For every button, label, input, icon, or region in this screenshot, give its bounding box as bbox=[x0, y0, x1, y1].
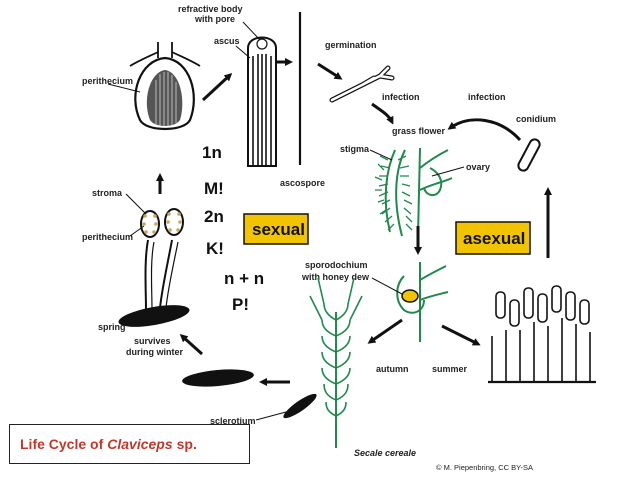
sexual-label: sexual bbox=[252, 220, 305, 239]
sporodochium-leader bbox=[371, 277, 403, 295]
ploidy-karyogamy: K! bbox=[206, 239, 224, 258]
conidium-label: conidium bbox=[516, 114, 556, 124]
ascus-label: ascus bbox=[214, 36, 240, 46]
ascospore-label: ascospore bbox=[280, 178, 325, 188]
ploidy-meiosis: M! bbox=[204, 179, 224, 198]
autumn-label: autumn bbox=[376, 364, 409, 374]
arrow-to-autumn bbox=[367, 318, 403, 344]
perithecium-mid-label: perithecium bbox=[82, 232, 133, 242]
honey-dew-illustration bbox=[401, 289, 419, 303]
overwintering-sclerotium-illustration bbox=[182, 369, 254, 387]
summer-label: summer bbox=[432, 364, 468, 374]
arrow-perithecium-to-ascus bbox=[201, 72, 233, 102]
copyright-label: © M. Piepenbring, CC BY-SA bbox=[436, 463, 533, 472]
arrow-conidium-to-flower bbox=[447, 118, 522, 142]
stroma-label: stroma bbox=[92, 188, 123, 198]
sexual-box bbox=[243, 213, 309, 245]
perithecium-mid-leader bbox=[129, 225, 145, 237]
with-pore-label: with pore bbox=[194, 14, 235, 24]
conidiophores-illustration bbox=[488, 285, 596, 384]
ascus-illustration bbox=[247, 36, 277, 167]
ascus-leader bbox=[235, 45, 251, 59]
stroma-leader bbox=[125, 193, 147, 215]
stigma-label: stigma bbox=[340, 144, 370, 154]
refractive-leader bbox=[242, 21, 261, 41]
infection-right-label: infection bbox=[468, 92, 506, 102]
sporodochium-illustration bbox=[396, 262, 449, 342]
ovary-leader bbox=[431, 166, 465, 177]
caption-box: Life Cycle of Claviceps sp. bbox=[9, 424, 250, 464]
stroma-illustration bbox=[118, 208, 190, 327]
survives-label: survives bbox=[134, 336, 171, 346]
ploidy-1n: 1n bbox=[202, 143, 222, 162]
caption-prefix: Life Cycle of bbox=[20, 436, 104, 452]
perithecium-top-leader bbox=[107, 83, 141, 93]
sporodochium-label: sporodochium bbox=[305, 260, 368, 270]
sclerotium-label: sclerotium bbox=[210, 416, 256, 426]
germinating-spore-illustration bbox=[329, 65, 395, 103]
secale-label: Secale cereale bbox=[354, 448, 416, 458]
ploidy-plasmogamy: P! bbox=[232, 295, 249, 314]
asexual-box bbox=[455, 221, 531, 255]
refractive-body-label: refractive body bbox=[178, 4, 243, 14]
arrow-to-summer bbox=[441, 324, 481, 346]
sclerotium-leader bbox=[255, 411, 287, 421]
caption-suffix: sp. bbox=[176, 436, 197, 452]
ovary-label: ovary bbox=[466, 162, 490, 172]
ploidy-n-plus-n: n + n bbox=[224, 269, 264, 288]
germination-label: germination bbox=[325, 40, 377, 50]
during-winter-label: during winter bbox=[126, 347, 183, 357]
caption-genus: Claviceps bbox=[107, 436, 173, 452]
stigma-leader bbox=[369, 149, 393, 161]
spring-label: spring bbox=[98, 322, 126, 332]
grass-flower-label: grass flower bbox=[392, 126, 446, 136]
infection-left-label: infection bbox=[382, 92, 420, 102]
honey-dew-label: with honey dew bbox=[301, 272, 370, 282]
perithecium-top-label: perithecium bbox=[82, 76, 133, 86]
perithecium-illustration bbox=[129, 42, 201, 130]
secale-cereale-illustration bbox=[309, 277, 363, 448]
arrow-to-infection bbox=[371, 102, 394, 125]
conidium-illustration bbox=[517, 138, 541, 172]
sclerotium-on-ear-illustration bbox=[283, 393, 317, 419]
asexual-label: asexual bbox=[463, 229, 525, 248]
ploidy-2n: 2n bbox=[204, 207, 224, 226]
grass-flower-illustration bbox=[374, 147, 453, 237]
arrow-to-germination bbox=[317, 62, 343, 80]
arrow-winter-to-spring bbox=[179, 333, 204, 356]
